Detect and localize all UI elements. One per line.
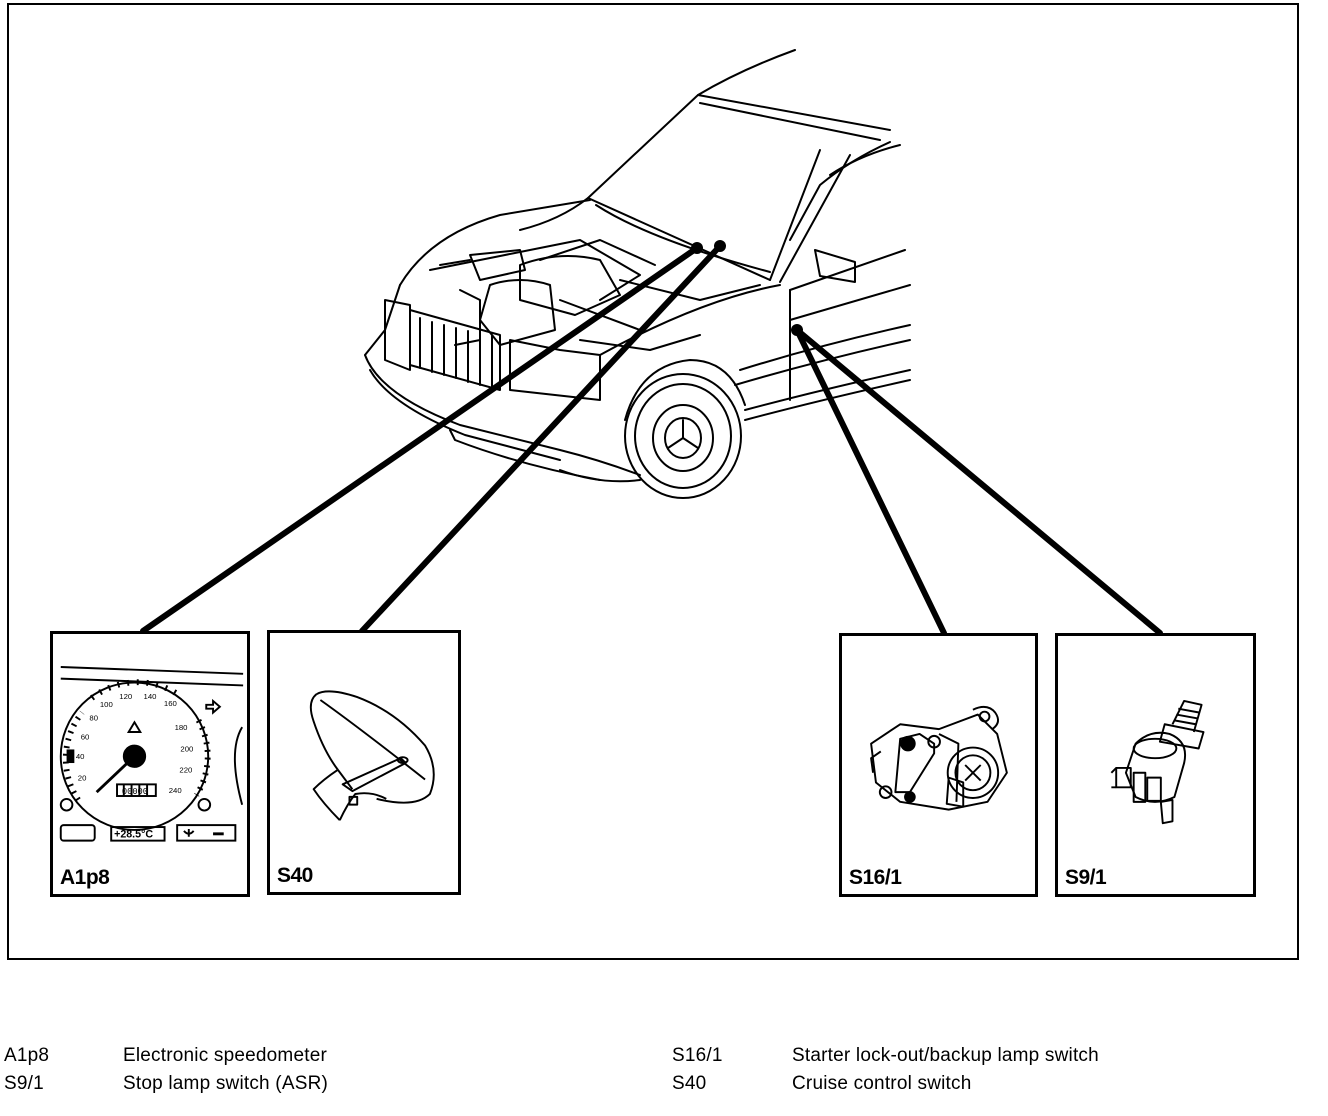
leader-line-a1p8 (140, 245, 700, 634)
starter-lockout-switch-illustration (870, 705, 1008, 811)
location-dot-a1p8 (691, 242, 703, 254)
svg-text:120: 120 (119, 692, 132, 701)
temperature-readout: +28.5°C (114, 829, 153, 841)
location-dot-s9-s16 (791, 324, 803, 336)
odometer-readout: 00000 (122, 787, 148, 797)
legend-description: Electronic speedometer (123, 1045, 328, 1066)
svg-text:40: 40 (76, 752, 85, 761)
legend-code: S40 (672, 1073, 707, 1094)
svg-text:180: 180 (175, 723, 188, 732)
legend-description: Cruise control switch (792, 1073, 972, 1094)
legend-description: Stop lamp switch (ASR) (123, 1073, 329, 1094)
cruise-control-lever-illustration (309, 690, 435, 821)
svg-text:80: 80 (89, 713, 98, 722)
svg-text:20: 20 (78, 773, 87, 782)
leader-line-s16-1 (794, 327, 947, 636)
svg-text:140: 140 (144, 692, 157, 701)
legend-code: A1p8 (4, 1045, 50, 1066)
panel-label-s40: S40 (277, 864, 313, 887)
panel-s9-1: S9/1 (1055, 633, 1256, 897)
stop-lamp-switch-illustration (1110, 699, 1205, 825)
svg-text:100: 100 (100, 700, 113, 709)
panel-label-s16-1: S16/1 (849, 866, 902, 889)
svg-text:240: 240 (169, 786, 182, 795)
diagram-frame (7, 3, 1299, 960)
svg-text:220: 220 (179, 766, 192, 775)
svg-text:60: 60 (81, 733, 90, 742)
svg-text:160: 160 (164, 699, 177, 708)
legend-code: S9/1 (4, 1073, 44, 1094)
panel-label-s9-1: S9/1 (1065, 866, 1107, 889)
panel-s16-1: S16/1 (839, 633, 1038, 897)
panel-a1p8: 20 40 60 80 100 120 140 160 180 200 220 … (50, 631, 250, 897)
svg-text:200: 200 (180, 744, 193, 753)
leader-line-s9-1 (794, 327, 1163, 636)
panel-label-a1p8: A1p8 (60, 866, 110, 889)
legend-code: S16/1 (672, 1045, 723, 1066)
leader-line-s40 (359, 243, 723, 634)
panel-s40: S40 (267, 630, 461, 895)
legend-description: Starter lock-out/backup lamp switch (792, 1045, 1099, 1066)
location-dot-s40 (714, 240, 726, 252)
speedometer-illustration: 20 40 60 80 100 120 140 160 180 200 220 … (59, 666, 244, 842)
